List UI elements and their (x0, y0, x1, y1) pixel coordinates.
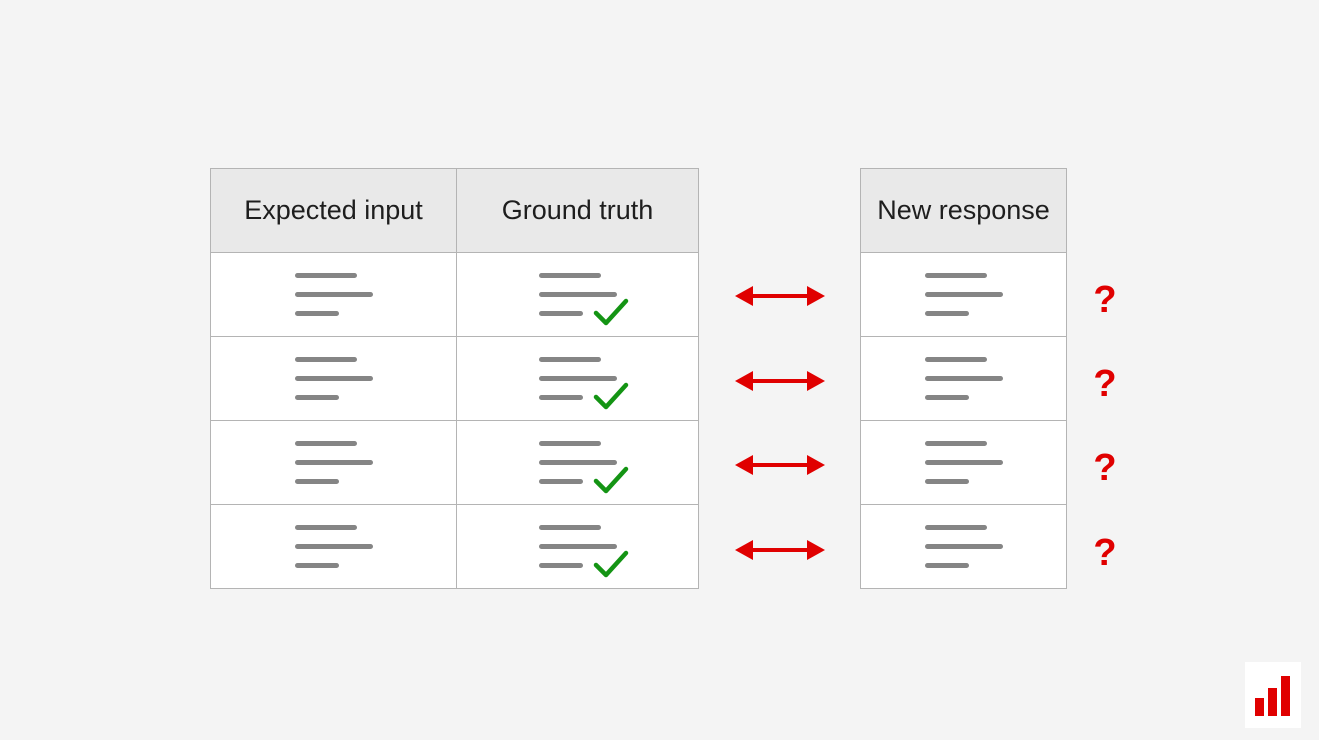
ground-truth-cell (456, 504, 699, 589)
expected-input-cell (210, 252, 457, 337)
double-headed-arrow-icon (735, 371, 825, 391)
check-icon (593, 550, 629, 578)
new-response-table: New response (860, 168, 1067, 589)
new-response-cell (860, 336, 1067, 421)
question-mark: ? (1093, 363, 1117, 405)
expected-input-cell (210, 420, 457, 505)
ground-truth-cell (456, 252, 699, 337)
table-row (210, 420, 699, 505)
question-mark: ? (1093, 532, 1117, 574)
text-lines-icon (294, 524, 373, 569)
double-headed-arrow-icon (735, 540, 825, 560)
text-lines-icon (538, 440, 617, 485)
text-lines-icon (294, 440, 373, 485)
double-headed-arrow-icon (735, 286, 825, 306)
double-headed-arrow-icon (735, 455, 825, 475)
table-row (860, 420, 1067, 505)
text-lines-icon (924, 272, 1003, 317)
ground-truth-cell (456, 420, 699, 505)
bar-chart-logo-icon (1245, 662, 1301, 728)
check-icon (593, 466, 629, 494)
text-lines-icon (538, 524, 617, 569)
expected-input-cell (210, 336, 457, 421)
dataset-table: Expected input Ground truth (210, 168, 699, 589)
text-lines-icon (538, 356, 617, 401)
new-response-cell (860, 420, 1067, 505)
table-header-row: New response (860, 168, 1067, 253)
ground-truth-cell (456, 336, 699, 421)
header-ground-truth: Ground truth (456, 168, 699, 253)
table-row (210, 336, 699, 421)
table-row (210, 252, 699, 337)
header-new-response: New response (860, 168, 1067, 253)
question-mark: ? (1093, 447, 1117, 489)
header-expected-input: Expected input (210, 168, 457, 253)
table-row (860, 336, 1067, 421)
text-lines-icon (924, 524, 1003, 569)
new-response-cell (860, 504, 1067, 589)
text-lines-icon (538, 272, 617, 317)
table-header-row: Expected input Ground truth (210, 168, 699, 253)
question-mark: ? (1093, 279, 1117, 321)
text-lines-icon (924, 356, 1003, 401)
check-icon (593, 298, 629, 326)
table-row (860, 504, 1067, 589)
text-lines-icon (924, 440, 1003, 485)
new-response-cell (860, 252, 1067, 337)
text-lines-icon (294, 272, 373, 317)
expected-input-cell (210, 504, 457, 589)
check-icon (593, 382, 629, 410)
table-row (210, 504, 699, 589)
table-row (860, 252, 1067, 337)
text-lines-icon (294, 356, 373, 401)
